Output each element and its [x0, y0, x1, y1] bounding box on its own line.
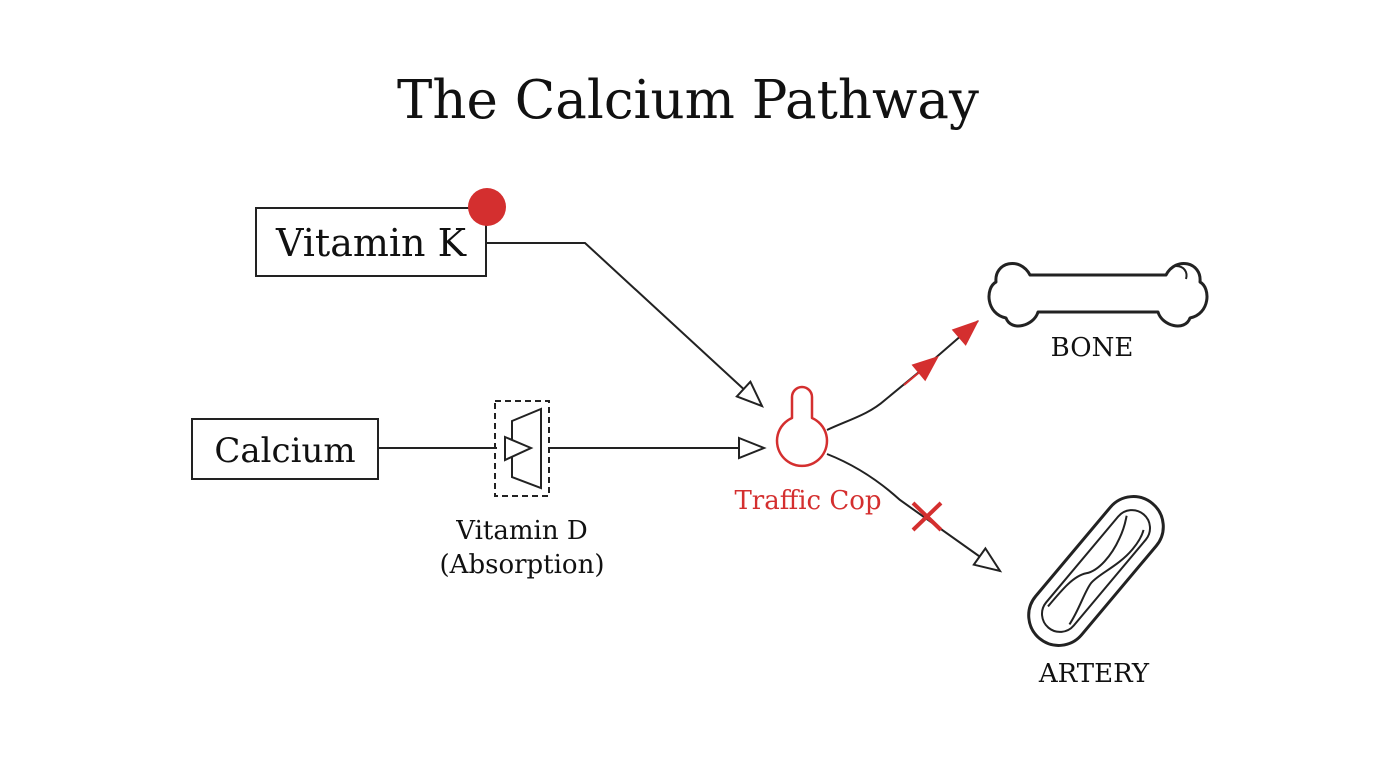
- vitamin-d-sublabel: (Absorption): [440, 550, 605, 580]
- vitamin-k-label: Vitamin K: [275, 221, 467, 265]
- page-title: The Calcium Pathway: [397, 70, 979, 131]
- artery-label: ARTERY: [1038, 659, 1150, 689]
- cop-to-bone-midpoint-arrow: [903, 355, 940, 386]
- gate-icon: [494, 400, 550, 497]
- cop-to-artery-arrow: [826, 453, 1003, 573]
- vitamin-k-arrow: [486, 242, 764, 408]
- cop-to-bone-arrow: [826, 320, 980, 431]
- calcium-box: [191, 418, 379, 480]
- traffic-cop-label: Traffic Cop: [734, 486, 881, 516]
- vitamin-k-node: Vitamin K: [255, 188, 506, 277]
- blocked-x-icon: [911, 501, 943, 532]
- vitamin-k-box: [255, 207, 487, 277]
- artery-icon: [1027, 495, 1165, 647]
- vitamin-d-label: Vitamin D: [455, 516, 587, 546]
- red-dot-icon: [468, 188, 506, 226]
- calcium-label: Calcium: [214, 431, 355, 471]
- traffic-cop-icon: [775, 385, 829, 468]
- calcium-node: Calcium: [191, 418, 379, 480]
- bone-icon: [987, 262, 1209, 328]
- bone-label: BONE: [1051, 333, 1134, 363]
